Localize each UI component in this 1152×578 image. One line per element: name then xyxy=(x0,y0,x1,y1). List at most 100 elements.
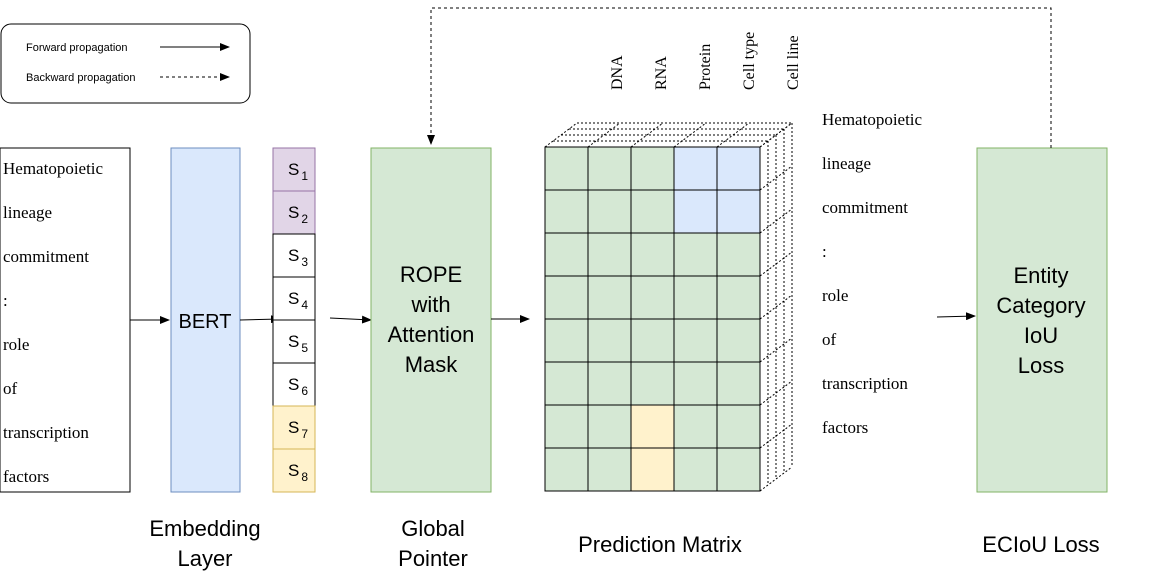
sequence-token-base: S xyxy=(288,375,299,394)
bert-block xyxy=(170,147,241,493)
caption-prediction-matrix: Prediction Matrix xyxy=(578,532,742,557)
matrix-depth-line xyxy=(759,122,793,148)
sequence-token-subscript: 6 xyxy=(301,384,308,398)
sequence-token-base: S xyxy=(288,160,299,179)
matrix-row-label-list: Hematopoieticlineagecommitment:roleoftra… xyxy=(822,110,923,437)
matrix-cell xyxy=(544,189,589,234)
matrix-row-label: of xyxy=(822,330,837,349)
matrix-cell xyxy=(716,146,761,191)
prediction-matrix xyxy=(544,122,793,492)
matrix-cell xyxy=(673,189,718,234)
matrix-cell xyxy=(587,404,632,449)
category-label: Cell type xyxy=(741,32,758,90)
sequence-token-base: S xyxy=(288,332,299,351)
matrix-cell xyxy=(587,361,632,406)
sequence-token-subscript: 5 xyxy=(301,341,308,355)
sequence-token-subscript: 8 xyxy=(301,470,308,484)
matrix-cell xyxy=(630,232,675,277)
caption-global-pointer-line1: Global xyxy=(401,516,465,541)
matrix-depth-line xyxy=(759,423,793,449)
matrix-cell xyxy=(673,361,718,406)
arrow-matrix-to-loss xyxy=(936,312,976,321)
matrix-cell xyxy=(630,146,675,191)
matrix-depth-line xyxy=(759,466,793,492)
category-label: DNA xyxy=(609,55,626,90)
sequence-token-cell xyxy=(272,276,316,321)
matrix-cell xyxy=(587,189,632,234)
matrix-cell xyxy=(544,232,589,277)
matrix-depth-line xyxy=(673,122,707,148)
matrix-cell xyxy=(630,189,675,234)
category-label: Cell line xyxy=(785,35,802,90)
matrix-cell xyxy=(630,318,675,363)
sequence-token-subscript: 2 xyxy=(301,212,308,226)
matrix-cell xyxy=(673,404,718,449)
caption-embedding-line2: Layer xyxy=(177,546,232,571)
matrix-depth-line xyxy=(759,251,793,277)
matrix-cell xyxy=(587,318,632,363)
loss-label-line: Entity xyxy=(1013,263,1068,288)
sequence-token-cell xyxy=(272,362,316,407)
sequence-token-base: S xyxy=(288,461,299,480)
matrix-cell xyxy=(673,447,718,492)
matrix-cell xyxy=(587,146,632,191)
matrix-cell xyxy=(716,447,761,492)
sequence-token-base: S xyxy=(288,418,299,437)
input-token: transcription xyxy=(3,423,89,442)
matrix-depth-line xyxy=(759,165,793,191)
matrix-row-label: factors xyxy=(822,418,868,437)
loss-label-line: Loss xyxy=(1018,353,1064,378)
backward-propagation-arrow xyxy=(427,7,1052,148)
matrix-cell xyxy=(587,275,632,320)
input-token: Hematopoietic xyxy=(3,159,104,178)
matrix-cell xyxy=(544,318,589,363)
matrix-depth-line xyxy=(630,122,664,148)
sequence-token-cell xyxy=(272,448,316,493)
sequence-token-cell xyxy=(272,147,316,192)
matrix-depth-line xyxy=(759,294,793,320)
sequence-token-cell xyxy=(272,319,316,364)
matrix-depth-line xyxy=(587,122,621,148)
matrix-cell xyxy=(716,404,761,449)
matrix-cell xyxy=(716,361,761,406)
loss-label-line: Category xyxy=(996,293,1085,318)
matrix-cell xyxy=(716,275,761,320)
matrix-cell xyxy=(544,404,589,449)
sequence-token-base: S xyxy=(288,203,299,222)
matrix-row-label: commitment xyxy=(822,198,908,217)
legend-backward-label: Backward propagation xyxy=(26,72,135,84)
matrix-cell xyxy=(544,275,589,320)
matrix-cell xyxy=(716,189,761,234)
matrix-row-label: lineage xyxy=(822,154,871,173)
matrix-cell xyxy=(673,232,718,277)
sequence-token-base: S xyxy=(288,246,299,265)
matrix-cell xyxy=(673,275,718,320)
matrix-cell xyxy=(587,447,632,492)
rope-label-line: Mask xyxy=(405,352,459,377)
sequence-token-base: S xyxy=(288,289,299,308)
sequence-token-subscript: 3 xyxy=(301,255,308,269)
legend: Forward propagation Backward propagation xyxy=(0,23,251,104)
rope-attention-mask-block xyxy=(370,147,492,493)
matrix-cell xyxy=(544,146,589,191)
input-token: factors xyxy=(3,467,49,486)
rope-label-line: Attention xyxy=(388,322,475,347)
legend-forward-label: Forward propagation xyxy=(26,42,128,54)
sequence-token-cell xyxy=(272,233,316,278)
matrix-row-label: transcription xyxy=(822,374,908,393)
category-label: Protein xyxy=(697,44,714,90)
matrix-cell xyxy=(544,361,589,406)
category-label-list: DNA RNA Protein Cell type Cell line xyxy=(609,32,802,90)
caption-embedding-line1: Embedding xyxy=(149,516,260,541)
category-label: RNA xyxy=(653,56,670,90)
